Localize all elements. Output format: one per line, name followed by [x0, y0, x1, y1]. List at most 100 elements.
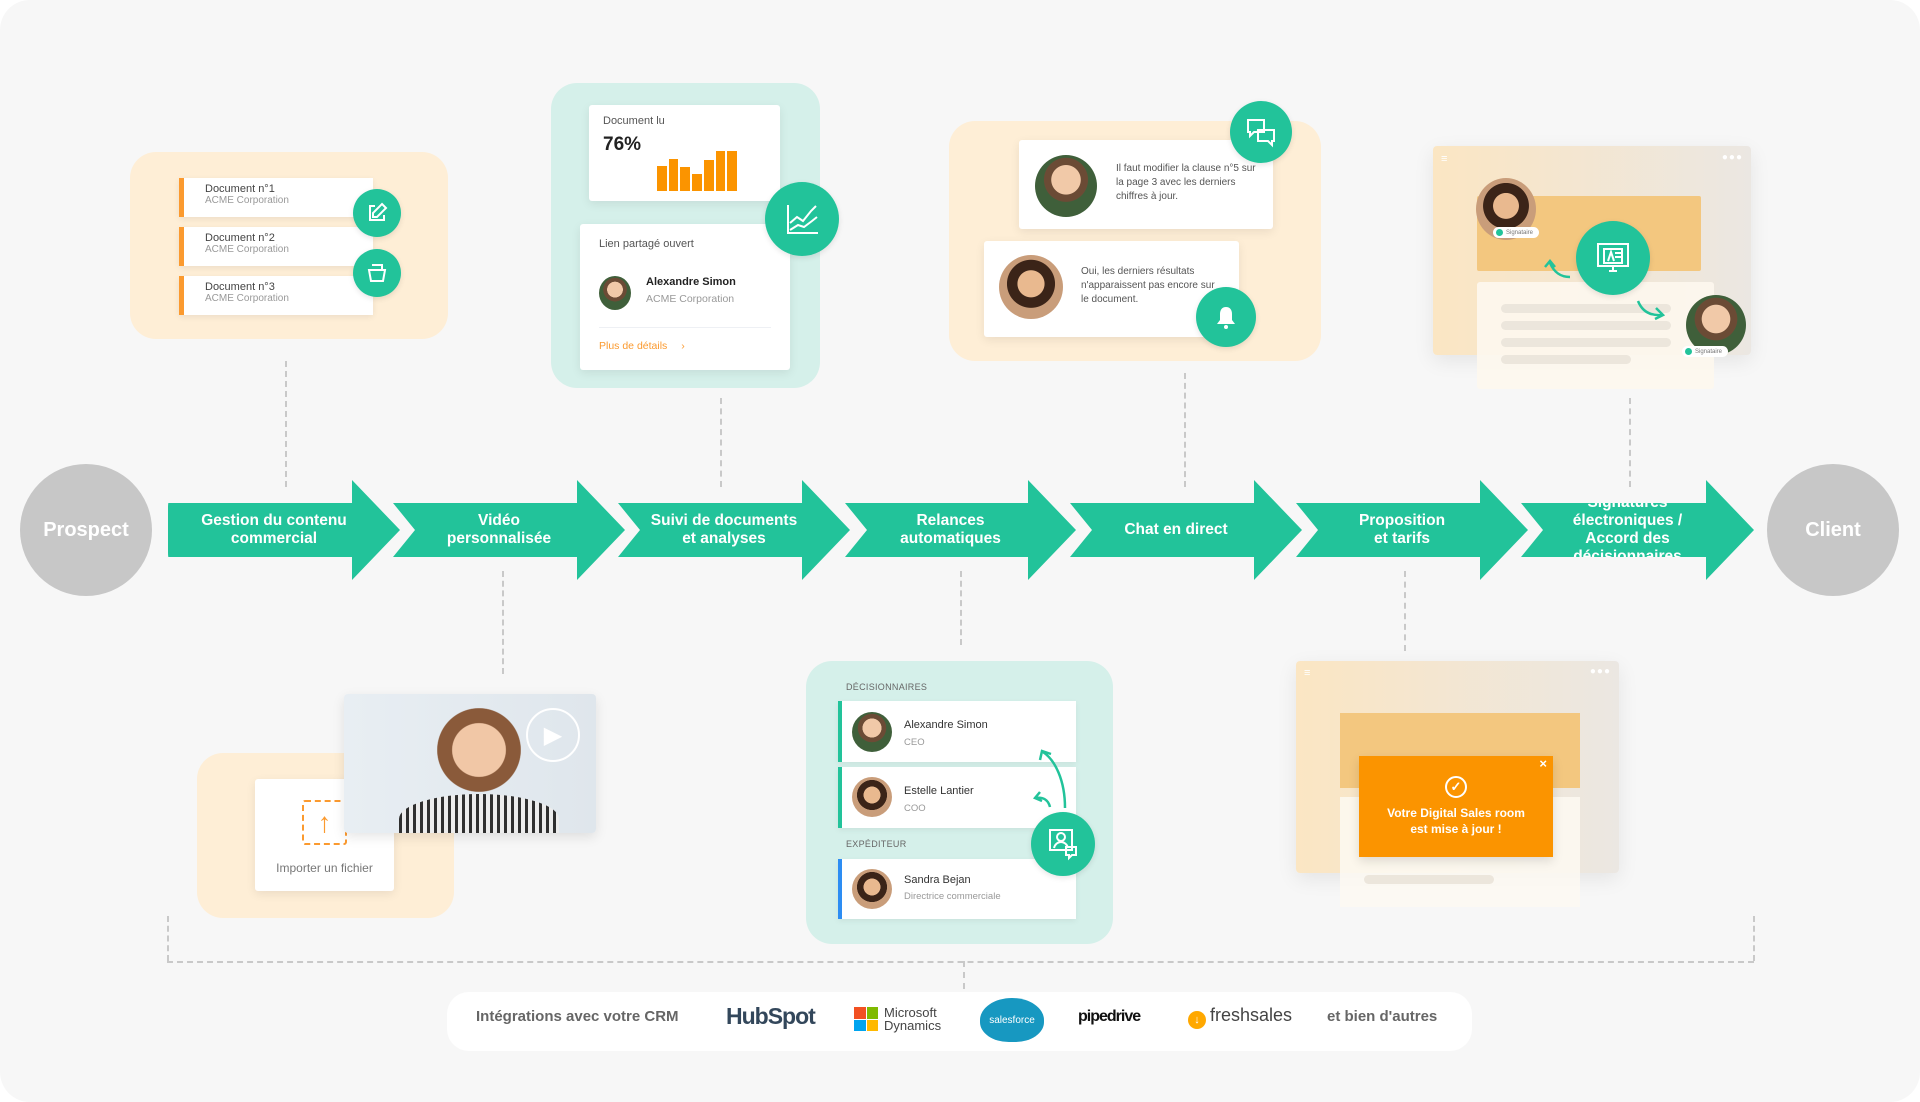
- microsoft-logo-icon: [854, 1007, 878, 1031]
- check-circle-icon: ✓: [1445, 776, 1467, 798]
- connector: [1753, 916, 1755, 961]
- edit-icon[interactable]: [353, 189, 401, 237]
- document-title: Document n°1: [205, 183, 275, 195]
- salesforce-logo[interactable]: salesforce: [980, 998, 1044, 1042]
- person-card[interactable]: Alexandre Simon CEO: [838, 701, 1076, 762]
- read-bar: [703, 159, 714, 191]
- document-panel: [1477, 282, 1714, 389]
- analytics-chart-icon: [765, 182, 839, 256]
- connector: [502, 571, 504, 674]
- signer-badge: Signataire: [1682, 346, 1729, 357]
- crm-label: Intégrations avec votre CRM: [476, 1008, 679, 1025]
- menu-icon: ≡: [1304, 667, 1311, 679]
- notification-text: Votre Digital Sales room est mise à jour …: [1359, 805, 1553, 837]
- document-company: ACME Corporation: [205, 293, 289, 304]
- read-bar-chart: [657, 145, 738, 191]
- avatar: [852, 712, 892, 752]
- play-icon[interactable]: ▶: [526, 708, 580, 762]
- signature-flow-arrows: [1544, 259, 1666, 321]
- crm-bracket: [167, 961, 1754, 963]
- flow-step-line: automatiques: [900, 530, 1001, 547]
- connector: [963, 961, 965, 989]
- read-bar: [680, 167, 691, 191]
- connector: [1404, 571, 1406, 651]
- connector: [285, 361, 287, 487]
- window-dots-icon: ●●●: [1589, 666, 1611, 677]
- sender-label: EXPÉDITEUR: [846, 839, 907, 849]
- upload-icon: ↑: [302, 800, 347, 845]
- notification-line: Votre Digital Sales room: [1387, 806, 1525, 820]
- flow-step-line: et tarifs: [1373, 530, 1430, 547]
- prospect-node: Prospect: [20, 464, 152, 596]
- flow-step-line: Vidéo: [478, 512, 520, 529]
- contact-name: Alexandre Simon: [646, 276, 736, 288]
- read-bar: [668, 158, 679, 191]
- presenter-shirt: [399, 794, 559, 833]
- avatar: [852, 869, 892, 909]
- folder-icon[interactable]: [353, 249, 401, 297]
- person-role: CEO: [904, 737, 925, 748]
- bell-icon: [1196, 287, 1256, 347]
- flow-step-line: Relances: [916, 512, 985, 529]
- signer-badge: Signataire: [1493, 227, 1540, 238]
- chat-bubbles-icon: [1230, 101, 1292, 163]
- person-name: Estelle Lantier: [904, 785, 974, 797]
- chat-message: Il faut modifier la clause n°5 sur la pa…: [1019, 140, 1273, 229]
- signer-badge-label: Signataire: [1506, 229, 1534, 236]
- chat-message-text: Oui, les derniers résultats n'apparaisse…: [1081, 266, 1215, 305]
- shared-link-widget: Lien partagé ouvert Alexandre Simon ACME…: [580, 224, 790, 370]
- person-role: COO: [904, 803, 926, 814]
- logo-text: Microsoft: [884, 1005, 937, 1020]
- shared-link-label: Lien partagé ouvert: [599, 238, 694, 250]
- person-name: Sandra Bejan: [904, 874, 971, 886]
- close-icon[interactable]: ×: [1539, 756, 1547, 771]
- window-dots-icon: ●●●: [1721, 152, 1743, 163]
- avatar: [999, 255, 1063, 319]
- connector: [167, 916, 169, 961]
- flow-step-line: Proposition: [1358, 512, 1446, 529]
- person-role: Directrice commerciale: [904, 891, 1001, 902]
- document-read-widget: Document lu 76%: [589, 105, 780, 201]
- document-read-label: Document lu: [603, 115, 665, 127]
- document-company: ACME Corporation: [205, 195, 289, 206]
- document-read-percent: 76%: [603, 134, 642, 155]
- freshsales-icon: ↓: [1188, 1011, 1206, 1029]
- read-bar: [692, 173, 702, 191]
- upload-label: Importer un fichier: [276, 861, 373, 875]
- freshsales-logo[interactable]: freshsales: [1210, 1005, 1293, 1025]
- hubspot-logo[interactable]: HubSpot: [726, 1003, 816, 1029]
- connector: [1184, 373, 1186, 487]
- notification-line: est mise à jour !: [1410, 822, 1502, 836]
- flow-step-label: Chat en direct: [1124, 521, 1227, 539]
- contact-company: ACME Corporation: [646, 293, 735, 305]
- read-bar: [657, 165, 667, 191]
- document-title: Document n°2: [205, 232, 275, 244]
- person-card[interactable]: Sandra Bejan Directrice commerciale: [838, 859, 1076, 919]
- connector: [720, 398, 722, 487]
- flow-step-line: personnalisée: [446, 530, 552, 547]
- chevron-right-icon: ›: [681, 340, 685, 352]
- flow-step-label: Signatures électroniques /Accord des déc…: [1551, 494, 1704, 566]
- pipedrive-logo[interactable]: pipedrive: [1078, 1008, 1141, 1025]
- contact-chat-icon: [1031, 812, 1095, 876]
- avatar: [1686, 295, 1746, 355]
- flow-step-line: commercial: [230, 530, 318, 547]
- document-title: Document n°3: [205, 281, 275, 293]
- details-link[interactable]: Plus de détails›: [599, 340, 685, 352]
- video-player[interactable]: ▶: [344, 694, 596, 833]
- chat-message-text: Il faut modifier la clause n°5 sur la pa…: [1116, 163, 1256, 202]
- reminder-arrows: [1032, 749, 1067, 809]
- update-notification: × ✓ Votre Digital Sales room est mise à j…: [1359, 756, 1553, 857]
- avatar: [1035, 155, 1097, 217]
- avatar: [852, 777, 892, 817]
- menu-icon: ≡: [1441, 153, 1448, 165]
- flow-step-line: Chat en direct: [1124, 521, 1228, 538]
